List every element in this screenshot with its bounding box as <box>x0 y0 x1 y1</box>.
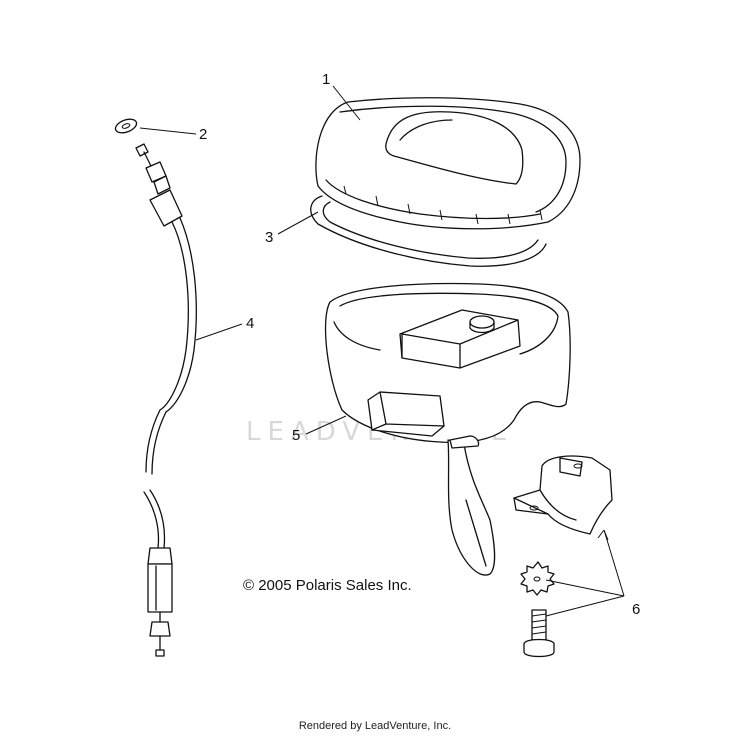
callout-3: 3 <box>265 229 273 246</box>
callout-leaders <box>139 85 625 617</box>
part-housing <box>324 282 571 576</box>
part-washer <box>114 118 138 134</box>
part-clamp <box>513 455 613 535</box>
footer-text: Rendered by LeadVenture, Inc. <box>298 720 452 732</box>
part-cable <box>135 143 197 657</box>
part-star-washer <box>520 561 555 596</box>
copyright-text: © 2005 Polaris Sales Inc. <box>243 577 412 594</box>
callout-4: 4 <box>246 315 254 332</box>
callout-2: 2 <box>199 126 207 143</box>
callout-5: 5 <box>292 427 300 444</box>
callout-6: 6 <box>632 601 640 618</box>
part-screw <box>523 609 555 658</box>
part-cover <box>315 97 581 230</box>
callout-1: 1 <box>322 71 330 88</box>
part-gasket <box>310 195 547 267</box>
